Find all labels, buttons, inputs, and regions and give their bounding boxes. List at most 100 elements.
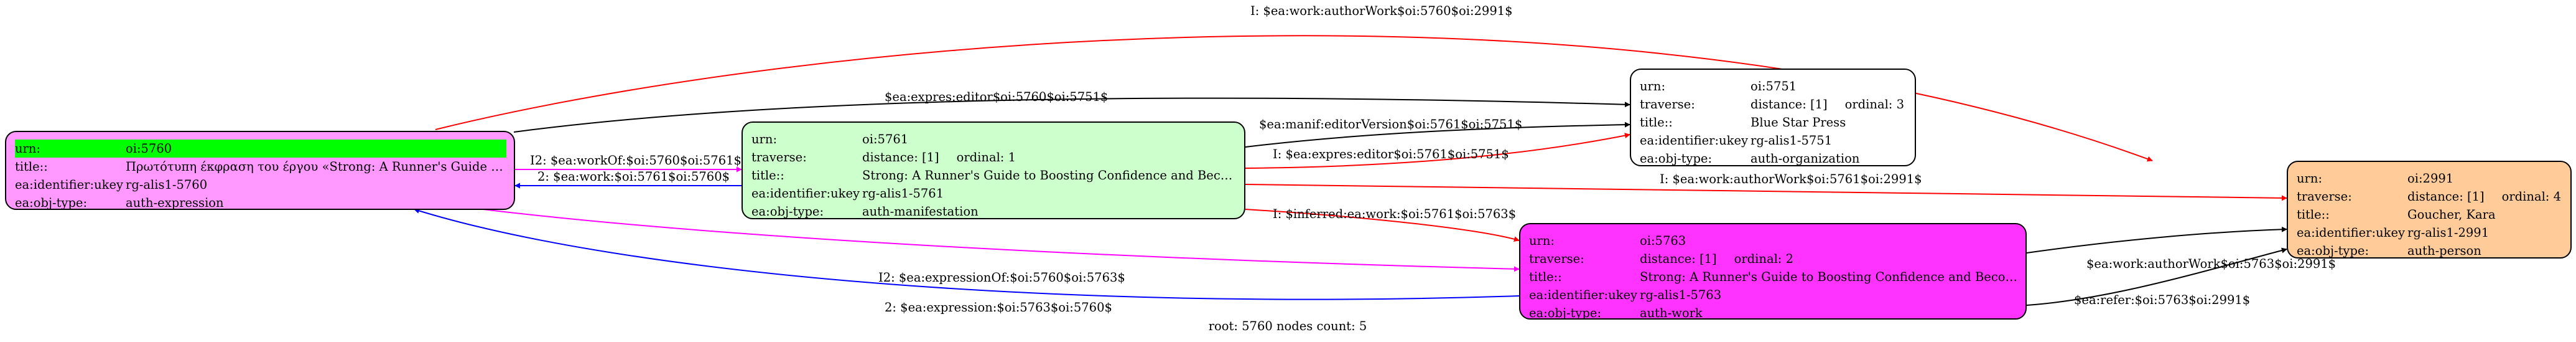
- node-row-ukey: ea:identifier:ukey rg-alis1-5763: [1529, 286, 2018, 304]
- node-field-key: ea:obj-type:: [2297, 244, 2369, 258]
- edge-label-e11: $ea:work:authorWork$oi:5763$oi:2991$: [2086, 257, 2336, 271]
- traverse-distance: distance: [1]: [2407, 189, 2485, 204]
- edge-label-e4: 2: $ea:work:$oi:5761$oi:5760$: [537, 169, 730, 184]
- node-row-traverse: traverse: distance: [1] ordinal: 3: [1640, 95, 1907, 113]
- edge-label-e5: $ea:manif:editorVersion$oi:5761$oi:5751$: [1259, 117, 1522, 131]
- node-row-obj-type: ea:obj-type: auth-manifestation: [751, 202, 1237, 219]
- traverse-distance: distance: [1]: [1751, 97, 1828, 112]
- node-oi-5763[interactable]: urn: oi:5763 traverse: distance: [1]ordi…: [1519, 223, 2027, 320]
- node-field-key: traverse:: [1640, 97, 1695, 112]
- node-row-obj-type: ea:obj-type: auth-person: [2297, 242, 2563, 258]
- node-row-urn: urn: oi:5760: [15, 140, 506, 158]
- node-row-obj-type: ea:obj-type: auth-expression: [15, 194, 506, 210]
- edge-label-e1: I: $ea:work:authorWork$oi:5760$oi:2991$: [1250, 4, 1513, 18]
- edge-e11: [2026, 226, 2287, 254]
- node-oi-5751[interactable]: urn: oi:5751 traverse: distance: [1] ordi…: [1630, 69, 1916, 166]
- node-row-ukey: ea:identifier:ukey rg-alis1-5760: [15, 176, 506, 194]
- node-field-key: ea:identifier:ukey: [1529, 288, 1637, 302]
- node-field-value: auth-organization: [1751, 151, 1860, 166]
- node-field-value: distance: [1] ordinal: 3: [1751, 95, 1907, 113]
- node-field-key: traverse:: [751, 150, 807, 164]
- node-oi-5761[interactable]: urn: oi:5761 traverse: distance: [1] ordi…: [742, 121, 1245, 219]
- node-row-traverse: traverse: distance: [1]ordinal: 2: [1529, 250, 2018, 268]
- node-field-value: oi:2991: [2407, 171, 2454, 186]
- node-field-value: oi:5760: [126, 141, 172, 156]
- node-field-key: title::: [1640, 115, 1673, 130]
- node-field-value: Strong: A Runner's Guide to Boosting Con…: [1640, 270, 2018, 284]
- node-field-value: rg-alis1-5760: [126, 178, 208, 192]
- node-field-key: ea:obj-type:: [15, 196, 88, 210]
- edge-e12: [2026, 247, 2287, 306]
- node-field-value: rg-alis1-5751: [1751, 133, 1833, 148]
- edge-label-e10: 2: $ea:expression:$oi:5763$oi:5760$: [885, 300, 1112, 315]
- node-field-value: auth-manifestation: [862, 204, 979, 219]
- node-field-key: urn:: [1640, 79, 1666, 93]
- edge-e8: [1245, 209, 1520, 242]
- edge-label-e8: I: $inferred:ea:work:$oi:5761$oi:5763$: [1273, 207, 1516, 221]
- edge-e6: [1245, 133, 1630, 169]
- node-field-value: rg-alis1-5763: [1640, 288, 1722, 302]
- node-field-key: ea:identifier:ukey: [1640, 133, 1748, 148]
- node-field-key: urn:: [2297, 171, 2323, 186]
- node-field-value: auth-work: [1640, 306, 1703, 320]
- node-row-obj-type: ea:obj-type: auth-work: [1529, 304, 2018, 320]
- edge-label-e7: I: $ea:work:authorWork$oi:5761$oi:2991$: [1660, 172, 1922, 186]
- edge-e5: [1245, 121, 1630, 148]
- node-field-key: ea:identifier:ukey: [15, 178, 123, 192]
- node-field-key: urn:: [1529, 234, 1555, 248]
- graph-footer: root: 5760 nodes count: 5: [1208, 319, 1367, 333]
- node-field-key: title::: [751, 168, 784, 183]
- node-field-key: title::: [15, 159, 48, 174]
- node-row-ukey: ea:identifier:ukey rg-alis1-2991: [2297, 224, 2563, 242]
- node-row-ukey: ea:identifier:ukey rg-alis1-5761: [751, 184, 1237, 202]
- traverse-ordinal: ordinal: 2: [1734, 252, 1793, 266]
- traverse-ordinal: ordinal: 4: [2501, 189, 2561, 204]
- edge-e9: [472, 207, 1520, 272]
- node-row-traverse: traverse: distance: [1] ordinal: 4: [2297, 188, 2563, 206]
- traverse-ordinal: ordinal: 3: [1844, 97, 1904, 112]
- traverse-ordinal: ordinal: 1: [956, 150, 1016, 164]
- node-field-key: ea:identifier:ukey: [2297, 226, 2405, 240]
- node-oi-5760[interactable]: urn: oi:5760 title:: Πρωτότυπη έκφραση τ…: [5, 131, 515, 210]
- node-field-key: traverse:: [2297, 189, 2352, 204]
- node-field-value: Πρωτότυπη έκφραση του έργου «Strong: A R…: [126, 159, 506, 174]
- node-field-key: urn:: [15, 141, 41, 156]
- node-row-urn: urn: oi:5763: [1529, 232, 2018, 250]
- node-row-title: title:: Πρωτότυπη έκφραση του έργου «Str…: [15, 158, 506, 176]
- edge-label-e6: I: $ea:expres:editor$oi:5761$oi:5751$: [1273, 147, 1509, 161]
- edge-e10: [414, 208, 1520, 300]
- edge-label-e3: I2: $ea:workOf:$oi:5760$oi:5761$: [530, 153, 742, 168]
- node-field-value: auth-expression: [126, 196, 224, 210]
- node-field-value: distance: [1] ordinal: 1: [862, 148, 1237, 166]
- node-field-value: Strong: A Runner's Guide to Boosting Con…: [862, 168, 1237, 183]
- node-field-key: ea:identifier:ukey: [751, 186, 860, 201]
- node-field-value: rg-alis1-5761: [862, 186, 944, 201]
- node-row-title: title:: Strong: A Runner's Guide to Boos…: [751, 166, 1237, 184]
- node-field-value: oi:5761: [862, 132, 909, 146]
- node-row-traverse: traverse: distance: [1] ordinal: 1: [751, 148, 1237, 166]
- traverse-distance: distance: [1]: [862, 150, 939, 164]
- node-field-value: Blue Star Press: [1751, 115, 1846, 130]
- node-row-urn: urn: oi:5761: [751, 130, 1237, 148]
- node-row-urn: urn: oi:2991: [2297, 169, 2563, 188]
- node-field-key: title::: [1529, 270, 1562, 284]
- edge-label-e9: I2: $ea:expressionOf:$oi:5760$oi:5763$: [878, 270, 1125, 285]
- node-row-title: title:: Blue Star Press: [1640, 113, 1907, 131]
- node-field-key: title::: [2297, 207, 2330, 222]
- traverse-distance: distance: [1]: [1640, 252, 1717, 266]
- node-field-value: oi:5763: [1640, 234, 1686, 248]
- node-field-value: distance: [1] ordinal: 4: [2407, 188, 2563, 206]
- node-field-value: Goucher, Kara: [2407, 207, 2496, 222]
- node-field-value: auth-person: [2407, 244, 2481, 258]
- edge-e7: [1245, 184, 2287, 201]
- node-field-key: urn:: [751, 132, 778, 146]
- node-field-key: ea:obj-type:: [751, 204, 824, 219]
- node-oi-2991[interactable]: urn: oi:2991 traverse: distance: [1] ordi…: [2287, 161, 2572, 259]
- node-field-value: rg-alis1-2991: [2407, 226, 2490, 240]
- edge-e2: [513, 97, 1630, 133]
- edge-label-e2: $ea:expres:editor$oi:5760$oi:5751$: [885, 90, 1108, 104]
- edge-label-e12: $ea:refer:$oi:5763$oi:2991$: [2074, 293, 2250, 307]
- node-row-title: title:: Strong: A Runner's Guide to Boos…: [1529, 268, 2018, 286]
- node-field-value: oi:5751: [1751, 79, 1797, 93]
